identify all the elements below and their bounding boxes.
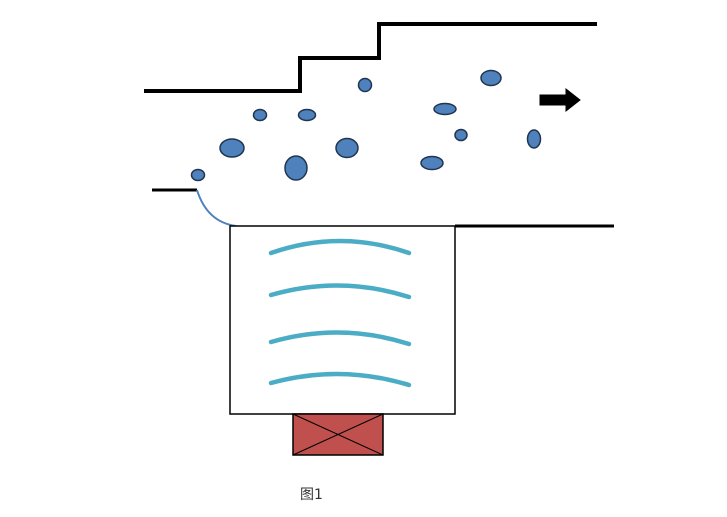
- upper-channel-wall: [144, 22, 597, 93]
- particle: [335, 137, 359, 159]
- particle: [357, 77, 373, 93]
- particle: [297, 108, 317, 122]
- transducer-cross-line: [292, 413, 384, 456]
- wave-arc: [268, 330, 412, 347]
- transducer-icon: [292, 413, 384, 456]
- wave-arcs: [268, 238, 412, 388]
- particle: [284, 155, 308, 181]
- chamber-box: [229, 225, 456, 415]
- inlet-curve: [196, 189, 237, 227]
- arrow-right-icon: [539, 87, 581, 113]
- particle: [454, 128, 468, 142]
- wave-arc: [268, 283, 412, 300]
- particle: [526, 129, 542, 149]
- figure-caption: 图1: [300, 487, 323, 503]
- particle: [433, 102, 457, 116]
- particle: [420, 155, 444, 171]
- particle: [480, 69, 502, 87]
- particle: [190, 168, 206, 182]
- wave-arc: [268, 371, 412, 388]
- particles: [190, 69, 542, 182]
- particle: [252, 108, 268, 122]
- wave-arc: [268, 238, 412, 256]
- particle: [219, 138, 245, 158]
